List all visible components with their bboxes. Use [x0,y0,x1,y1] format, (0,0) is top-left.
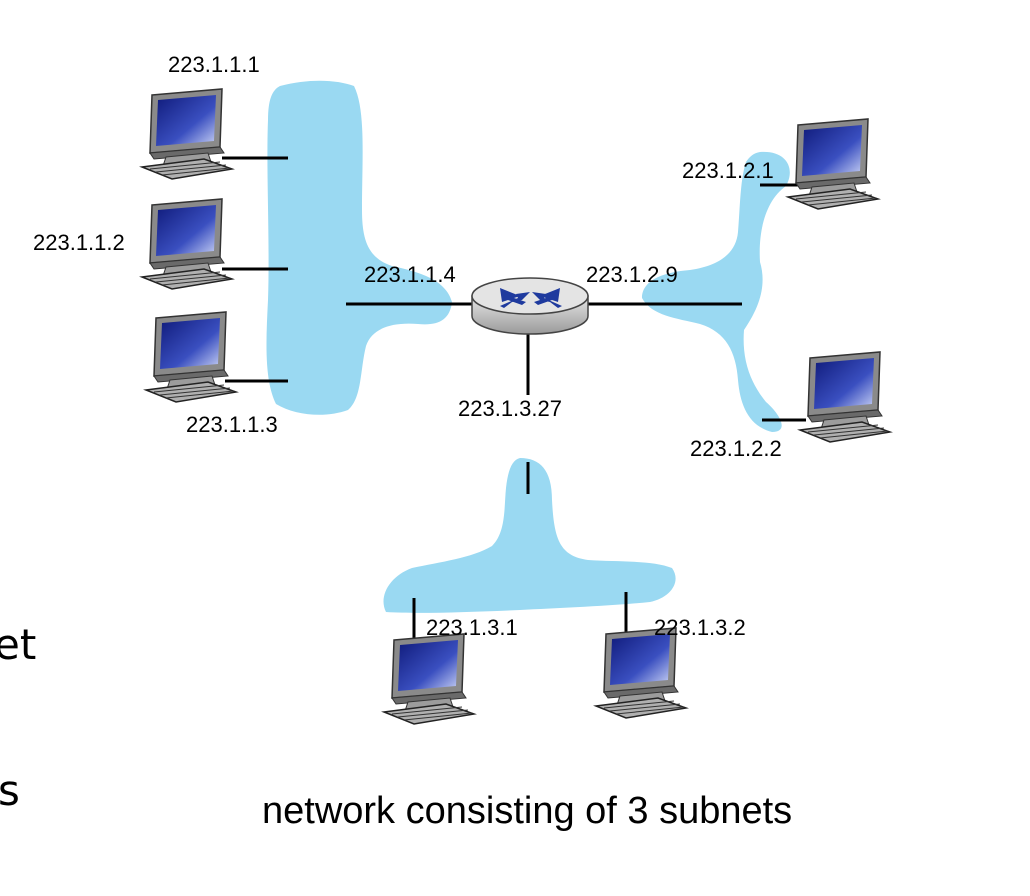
label-223-1-2-2: 223.1.2.2 [690,436,782,461]
label-223-1-2-9: 223.1.2.9 [586,262,678,287]
label-223-1-3-1: 223.1.3.1 [426,615,518,640]
computer-icon-223-1-1-3 [145,311,237,403]
cut-text-fragment-2: s [0,766,20,815]
computer-icon-223-1-1-2 [141,198,233,290]
router-icon [471,277,589,335]
computer-icon-223-1-3-1 [383,633,475,725]
label-223-1-1-1: 223.1.1.1 [168,52,260,77]
label-223-1-2-1: 223.1.2.1 [682,158,774,183]
subnet-1-cloud [266,80,452,415]
cut-text-fragment-1: et [0,620,37,669]
subnet-2-cloud [642,151,790,432]
label-223-1-1-3: 223.1.1.3 [186,412,278,437]
computer-icon-223-1-2-2 [799,351,891,443]
computer-icon-223-1-3-2 [595,627,687,719]
diagram-caption: network consisting of 3 subnets [262,790,793,832]
computer-icon-223-1-2-1 [787,118,879,210]
label-223-1-1-2: 223.1.1.2 [33,230,125,255]
label-223-1-3-27: 223.1.3.27 [458,396,562,421]
subnet-3-cloud [383,458,676,613]
computer-icon-223-1-1-1 [141,88,233,180]
label-223-1-3-2: 223.1.3.2 [654,615,746,640]
label-223-1-1-4: 223.1.1.4 [364,262,456,287]
